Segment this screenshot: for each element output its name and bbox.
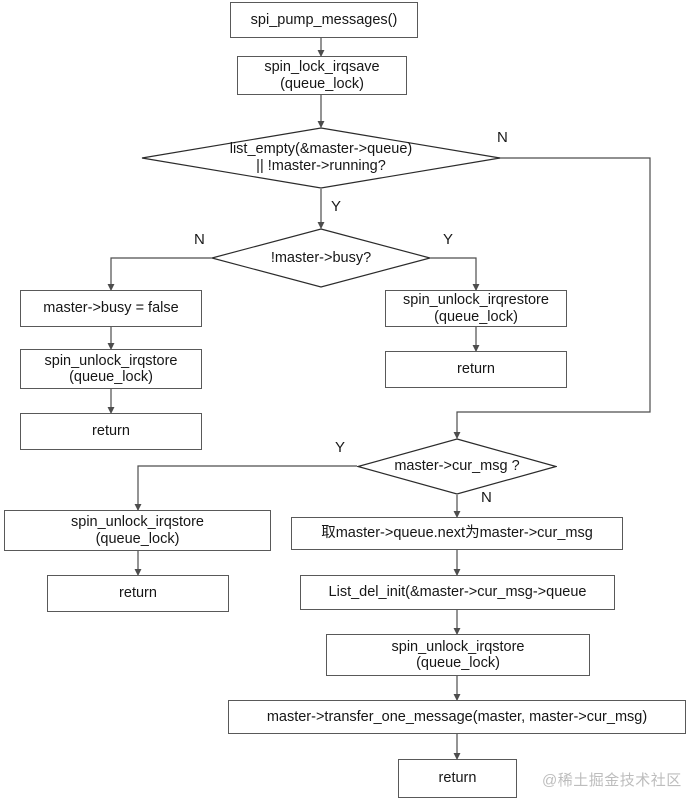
node-transfer-one-message[interactable]: master->transfer_one_message(master, mas…	[228, 700, 686, 734]
decision-cur-msg-label: master->cur_msg ?	[394, 458, 520, 475]
node-spin-unlock-irqstore-left[interactable]: spin_unlock_irqstore (queue_lock)	[20, 349, 202, 389]
node-return-bottom[interactable]: return	[398, 759, 517, 798]
decision-cur-msg[interactable]: master->cur_msg ?	[357, 438, 557, 495]
decision-queue-empty-label: list_empty(&master->queue) || !master->r…	[229, 141, 413, 174]
decision-shape	[357, 438, 557, 495]
decision-queue-empty-or-not-running[interactable]: list_empty(&master->queue) || !master->r…	[141, 127, 501, 189]
node-spin-unlock-irqstore-bottom[interactable]: spin_unlock_irqstore (queue_lock)	[326, 634, 590, 676]
edge-label-cur-msg-no: N	[481, 489, 492, 506]
node-spin-unlock-irqrestore[interactable]: spin_unlock_irqrestore (queue_lock)	[385, 290, 567, 327]
watermark: @稀土掘金技术社区	[542, 772, 682, 789]
decision-not-busy-label: !master->busy?	[270, 249, 372, 266]
node-spin-unlock-irqstore-mid[interactable]: spin_unlock_irqstore (queue_lock)	[4, 510, 271, 551]
node-return-right[interactable]: return	[385, 351, 567, 388]
node-take-queue-next[interactable]: 取master->queue.next为master->cur_msg	[291, 517, 623, 550]
node-list-del-init[interactable]: List_del_init(&master->cur_msg->queue	[300, 575, 615, 610]
node-return-mid[interactable]: return	[47, 575, 229, 612]
decision-not-busy[interactable]: !master->busy?	[211, 228, 431, 288]
edge-label-not-busy-yes: Y	[443, 231, 454, 248]
node-master-busy-false[interactable]: master->busy = false	[20, 290, 202, 327]
edge-label-queue-empty-yes: Y	[331, 198, 342, 215]
node-spi-pump-messages[interactable]: spi_pump_messages()	[230, 2, 418, 38]
edge-label-not-busy-no: N	[194, 231, 205, 248]
edge-label-cur-msg-yes: Y	[335, 439, 346, 456]
node-return-left[interactable]: return	[20, 413, 202, 450]
decision-shape	[141, 127, 501, 189]
node-spin-lock-irqsave[interactable]: spin_lock_irqsave (queue_lock)	[237, 56, 407, 95]
decision-shape	[211, 228, 431, 288]
edge-label-queue-empty-no: N	[497, 129, 508, 146]
